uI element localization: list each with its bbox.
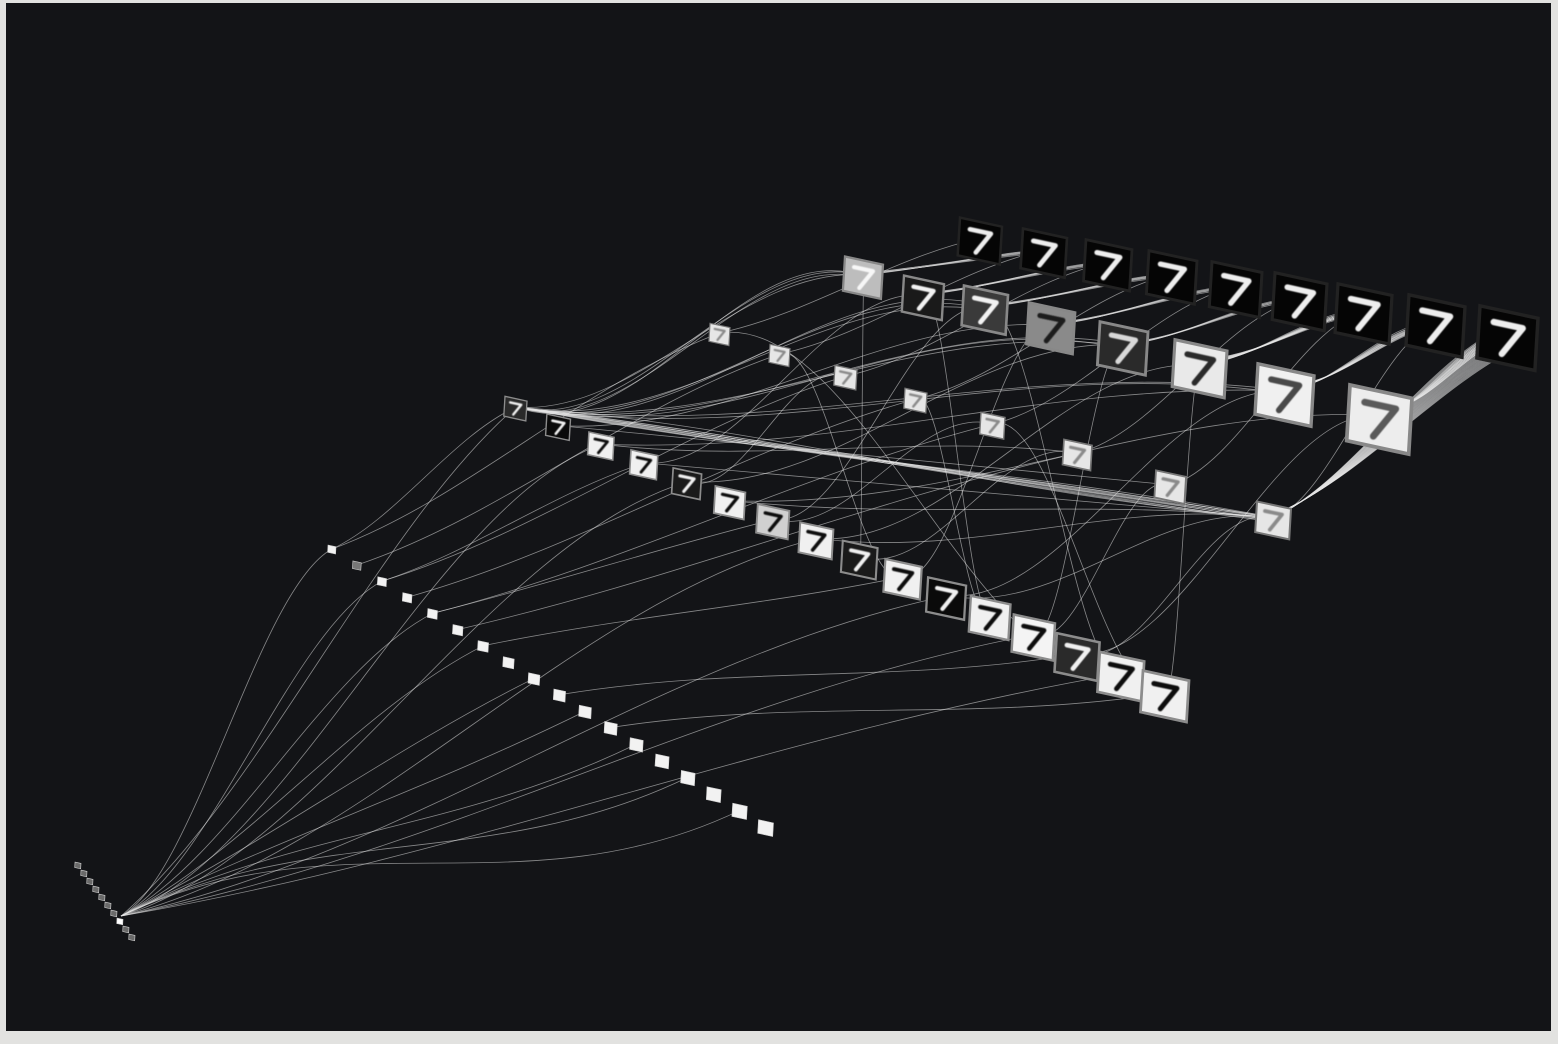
output-neuron-1[interactable]	[75, 862, 81, 869]
feature-map-l4-8[interactable]	[799, 522, 834, 559]
feature-map-l4-14[interactable]	[1055, 633, 1100, 681]
neuron-l5-12[interactable]	[604, 721, 617, 735]
feature-map-l2-2[interactable]	[902, 276, 944, 321]
feature-map-l4-11[interactable]	[926, 577, 966, 619]
output-neuron-6[interactable]	[105, 902, 111, 909]
feature-map-l2-8[interactable]	[1347, 385, 1412, 454]
feature-map-l4-15[interactable]	[1097, 652, 1144, 702]
layer-nodes	[75, 218, 1538, 941]
feature-map-l3-1[interactable]	[709, 323, 730, 345]
feature-map-l4-9[interactable]	[841, 541, 878, 580]
feature-map-l2-7[interactable]	[1255, 364, 1314, 427]
top-feature-map-1[interactable]	[958, 218, 1002, 265]
feature-map-l3-2[interactable]	[769, 344, 790, 366]
feature-map-l4-1[interactable]	[504, 396, 527, 421]
output-neuron-7[interactable]	[111, 910, 117, 917]
neuron-l5-15[interactable]	[681, 770, 696, 785]
neuron-l5-16[interactable]	[706, 787, 721, 803]
neuron-l5-5[interactable]	[427, 609, 437, 620]
feature-map-l2-1[interactable]	[843, 257, 883, 299]
feature-map-l2-6[interactable]	[1172, 340, 1227, 398]
neuron-l5-17[interactable]	[732, 803, 747, 819]
top-feature-map-4[interactable]	[1146, 251, 1197, 305]
top-feature-map-7[interactable]	[1335, 284, 1392, 344]
top-feature-map-5[interactable]	[1209, 262, 1262, 318]
feature-map-l4-2[interactable]	[546, 414, 571, 440]
neuron-l5-18[interactable]	[758, 820, 774, 837]
neuron-l5-4[interactable]	[402, 593, 412, 603]
network-3d-scene[interactable]	[6, 3, 1551, 1031]
output-neuron-2[interactable]	[81, 870, 87, 877]
output-neuron-8[interactable]	[117, 918, 123, 925]
top-feature-map-6[interactable]	[1272, 273, 1327, 331]
feature-map-l2-3[interactable]	[962, 286, 1008, 335]
neuron-l5-14[interactable]	[655, 754, 669, 769]
neuron-l5-2[interactable]	[352, 561, 361, 570]
feature-map-l4-6[interactable]	[714, 486, 746, 520]
neuron-l5-8[interactable]	[503, 657, 515, 669]
top-feature-map-8[interactable]	[1406, 295, 1465, 358]
neuron-l5-9[interactable]	[528, 673, 540, 686]
feature-map-l3-3[interactable]	[834, 365, 857, 390]
neuron-l5-7[interactable]	[478, 641, 489, 653]
feature-map-l4-16[interactable]	[1141, 671, 1190, 722]
output-neuron-10[interactable]	[129, 934, 135, 941]
top-feature-map-3[interactable]	[1084, 240, 1133, 291]
top-feature-map-2[interactable]	[1021, 229, 1067, 278]
output-neuron-3[interactable]	[87, 878, 93, 885]
neuron-l5-1[interactable]	[328, 545, 336, 554]
feature-map-l4-13[interactable]	[1012, 615, 1055, 661]
neuron-l5-13[interactable]	[630, 738, 644, 752]
feature-map-l4-5[interactable]	[672, 468, 702, 500]
feature-map-l2-5[interactable]	[1097, 322, 1148, 376]
feature-map-l4-3[interactable]	[588, 432, 615, 460]
output-neuron-9[interactable]	[123, 926, 129, 933]
neuron-l5-10[interactable]	[553, 689, 565, 702]
feature-map-l4-10[interactable]	[883, 559, 921, 600]
feature-map-l4-7[interactable]	[756, 504, 789, 539]
feature-map-l4-4[interactable]	[630, 450, 658, 480]
feature-map-l3-4[interactable]	[904, 388, 927, 413]
feature-map-l2-4[interactable]	[1027, 303, 1076, 354]
neuron-l5-6[interactable]	[452, 625, 463, 636]
feature-map-l3-7[interactable]	[1154, 470, 1186, 504]
output-neuron-4[interactable]	[93, 886, 99, 893]
feature-map-l3-6[interactable]	[1063, 439, 1093, 470]
neuron-l5-3[interactable]	[377, 577, 386, 587]
top-feature-map-9[interactable]	[1477, 306, 1538, 371]
feature-map-l3-5[interactable]	[980, 412, 1005, 439]
neuron-l5-11[interactable]	[579, 705, 592, 719]
output-neuron-5[interactable]	[99, 894, 105, 901]
feature-map-l3-8[interactable]	[1255, 502, 1291, 540]
connection-lines	[121, 238, 1525, 916]
network-visualization-viewport[interactable]	[6, 3, 1551, 1031]
feature-map-l4-12[interactable]	[969, 596, 1011, 640]
